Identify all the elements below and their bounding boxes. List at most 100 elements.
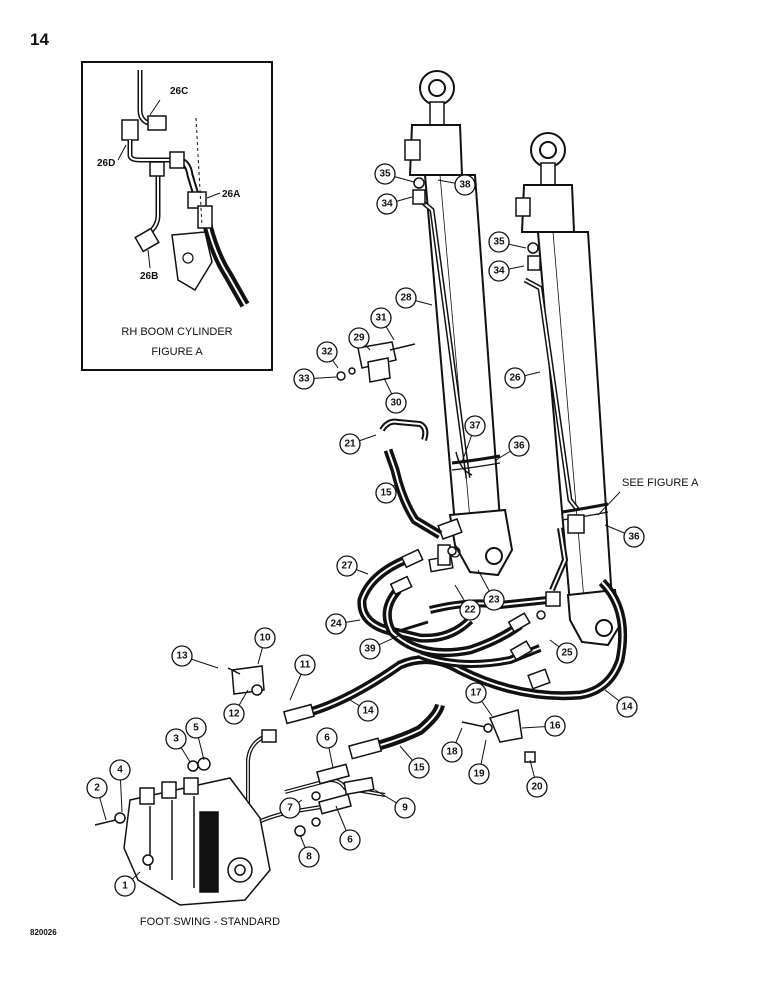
callout-number: 14 <box>621 702 633 713</box>
callout-34: 34 <box>488 260 525 282</box>
callout-19: 19 <box>468 739 490 785</box>
callout-circle <box>526 776 548 798</box>
callout-4: 4 <box>109 759 131 813</box>
callout-number: 15 <box>413 763 425 774</box>
callout-number: 26 <box>509 373 521 384</box>
callout-number: 36 <box>513 441 525 452</box>
callout-circle <box>374 163 396 185</box>
callout-24: 24 <box>325 613 361 635</box>
callout-12: 12 <box>223 689 249 725</box>
callout-number: 22 <box>464 605 476 616</box>
callout-6: 6 <box>316 727 338 769</box>
callout-11: 11 <box>289 654 316 701</box>
callout-number: 14 <box>362 706 374 717</box>
callout-31: 31 <box>370 307 395 341</box>
callout-circle <box>508 435 530 457</box>
callout-circle <box>357 700 379 722</box>
callout-circle <box>336 555 358 577</box>
callout-26: 26 <box>504 367 541 389</box>
callout-number: 12 <box>228 709 240 720</box>
inset-label-26a: 26A <box>222 189 240 200</box>
see-figure-note: SEE FIGURE A <box>622 477 699 489</box>
callout-number: 18 <box>446 747 458 758</box>
callout-32: 32 <box>316 341 339 369</box>
callout-number: 34 <box>381 199 393 210</box>
callout-number: 4 <box>117 765 123 776</box>
callout-number: 23 <box>488 595 500 606</box>
callout-number: 21 <box>344 439 356 450</box>
callout-circle <box>86 777 108 799</box>
callout-number: 13 <box>176 651 188 662</box>
callout-17: 17 <box>465 682 493 717</box>
callout-circle <box>298 846 320 868</box>
callout-circle <box>454 174 476 196</box>
callout-circle <box>293 368 315 390</box>
callout-number: 6 <box>347 835 353 846</box>
callout-35: 35 <box>374 163 415 185</box>
callout-circle <box>165 728 187 750</box>
callout-circle <box>370 307 392 329</box>
callout-1: 1 <box>114 871 141 897</box>
callout-2: 2 <box>86 777 108 821</box>
callout-circle <box>459 599 481 621</box>
callout-circle <box>316 727 338 749</box>
figure-code: 820026 <box>30 928 57 937</box>
callout-circle <box>468 763 490 785</box>
callout-number: 16 <box>549 721 561 732</box>
callout-circle <box>279 797 301 819</box>
callout-number: 3 <box>173 734 179 745</box>
callout-number: 10 <box>259 633 271 644</box>
callout-21: 21 <box>339 433 377 455</box>
callout-circle <box>376 193 398 215</box>
callout-number: 2 <box>94 783 100 794</box>
callout-circle <box>185 717 207 739</box>
callout-14: 14 <box>349 699 379 722</box>
callout-circle <box>114 875 136 897</box>
callout-circle <box>325 613 347 635</box>
callout-15: 15 <box>399 745 430 779</box>
callout-36: 36 <box>495 435 530 461</box>
callout-circle <box>339 829 361 851</box>
callout-circle <box>223 703 245 725</box>
page-number: 14 <box>30 30 49 49</box>
inset-label-26c: 26C <box>170 86 188 97</box>
callout-number: 25 <box>561 648 573 659</box>
callout-number: 39 <box>364 644 376 655</box>
callout-number: 35 <box>379 169 391 180</box>
inset-label-26b: 26B <box>140 271 158 282</box>
diagram-caption: FOOT SWING - STANDARD <box>140 916 280 928</box>
callout-7: 7 <box>279 797 303 819</box>
callout-10: 10 <box>254 627 276 665</box>
callout-circle <box>254 627 276 649</box>
callout-34: 34 <box>376 193 413 215</box>
callout-circle <box>483 589 505 611</box>
callout-28: 28 <box>395 287 433 309</box>
callout-circle <box>464 415 486 437</box>
callout-circle <box>359 638 381 660</box>
callout-36: 36 <box>604 524 645 548</box>
callout-circle <box>408 757 430 779</box>
callout-circle <box>488 231 510 253</box>
callout-number: 24 <box>330 619 342 630</box>
callout-25: 25 <box>549 639 578 664</box>
callout-number: 32 <box>321 347 333 358</box>
callout-number: 7 <box>287 803 293 814</box>
callout-33: 33 <box>293 368 337 390</box>
callout-circle <box>544 715 566 737</box>
callout-circle <box>109 759 131 781</box>
callout-number: 37 <box>469 421 481 432</box>
callout-8: 8 <box>298 834 320 868</box>
callout-16: 16 <box>521 715 566 737</box>
callout-23: 23 <box>477 569 505 611</box>
inset-title: RH BOOM CYLINDER <box>121 326 232 338</box>
callout-38: 38 <box>437 174 476 196</box>
see-figure-leader <box>597 491 621 516</box>
callout-circle <box>394 797 416 819</box>
left-boom-cylinder <box>404 70 514 577</box>
callout-20: 20 <box>526 759 548 798</box>
control-valve <box>94 757 271 906</box>
callout-number: 28 <box>400 293 412 304</box>
callout-number: 20 <box>531 782 543 793</box>
